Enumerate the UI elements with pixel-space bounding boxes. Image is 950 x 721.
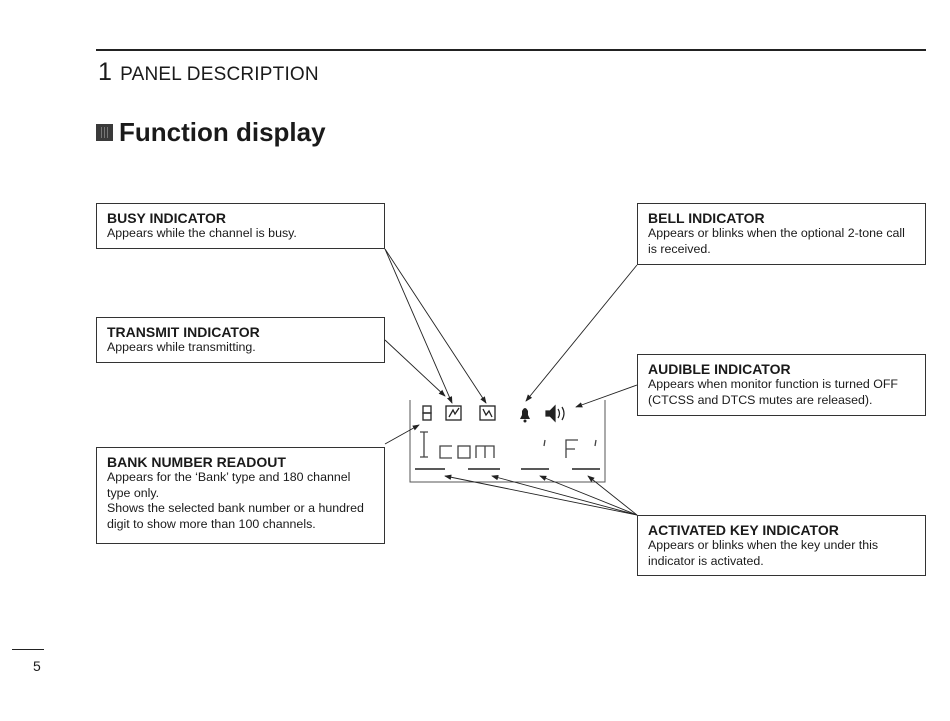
bank-digit-segment [422,405,432,421]
activated-key-indicator-callout: ACTIVATED KEY INDICATOR Appears or blink… [637,515,926,576]
callout-text: digit to show more than 100 channels. [107,516,316,531]
callout-text: Appears for the ‘Bank’ type and 180 chan… [107,470,351,484]
callout-text: Appears or blinks when the key under thi… [648,538,879,552]
bell-icon [520,408,530,423]
lcd-icons [422,404,565,423]
callout-text: type only. [107,485,160,500]
lcd-panel [409,400,606,483]
section-title: Function display [119,117,326,147]
chapter-heading: 1 PANEL DESCRIPTION [98,58,319,87]
callout-text: is received. [648,241,711,256]
leader-lines [384,248,638,516]
callout-text: (CTCSS and DTCS mutes are released). [648,392,873,407]
callout-title: BELL INDICATOR [648,210,765,226]
lcd-text [420,431,597,459]
transmit-icon [479,405,496,421]
callout-text: Appears or blinks when the optional 2-to… [648,226,905,240]
callout-text: Appears while the channel is busy. [107,226,297,240]
transmit-indicator-callout: TRANSMIT INDICATOR Appears while transmi… [96,317,385,363]
bank-number-readout-callout: BANK NUMBER READOUT Appears for the ‘Ban… [96,447,385,544]
header-rule [96,49,926,51]
callout-title: AUDIBLE INDICATOR [648,361,791,377]
chapter-title: PANEL DESCRIPTION [120,64,319,85]
callout-title: TRANSMIT INDICATOR [107,324,260,340]
callout-text: indicator is activated. [648,553,764,568]
callout-title: ACTIVATED KEY INDICATOR [648,522,839,538]
busy-indicator-callout: BUSY INDICATOR Appears while the channel… [96,203,385,249]
chapter-number: 1 [98,58,113,86]
speaker-icon [545,404,565,423]
busy-icon [445,405,462,421]
callout-text: Appears when monitor function is turned … [648,377,898,391]
page-number: 5 [33,658,41,674]
bell-indicator-callout: BELL INDICATOR Appears or blinks when th… [637,203,926,265]
square-bullet-icon [96,124,113,141]
section-heading: Function display [96,117,326,148]
callout-text: Appears while transmitting. [107,340,256,354]
callout-title: BUSY INDICATOR [107,210,227,226]
callout-title: BANK NUMBER READOUT [107,454,286,470]
footer-rule [12,649,44,650]
callout-text: Shows the selected bank number or a hund… [107,501,364,515]
audible-indicator-callout: AUDIBLE INDICATOR Appears when monitor f… [637,354,926,416]
